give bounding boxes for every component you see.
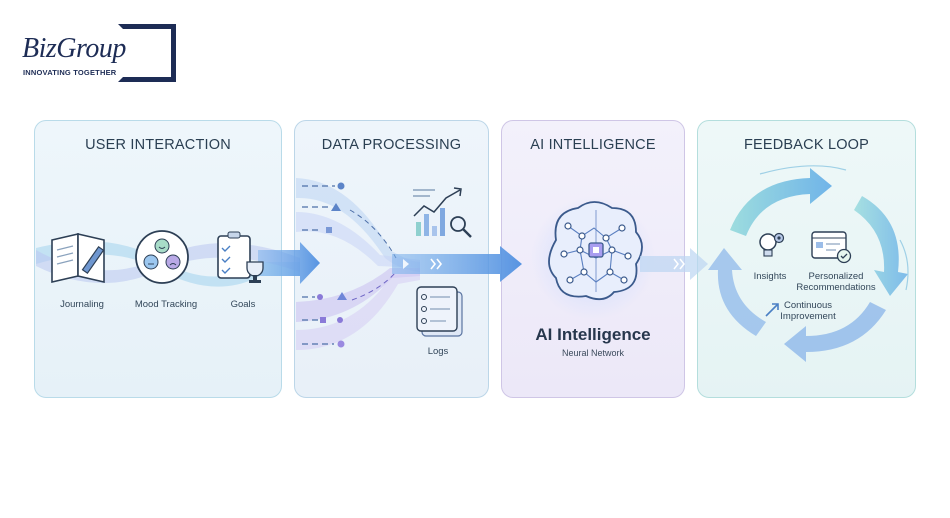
bizgroup-logo: BizGroup INNOVATING TOGETHER bbox=[22, 24, 176, 84]
feedback-loop-panel: FEEDBACK LOOP bbox=[697, 120, 916, 398]
logo-frame bbox=[118, 24, 176, 82]
goals-label: Goals bbox=[230, 299, 256, 310]
ai-intelligence-title: AI INTELLIGENCE bbox=[530, 137, 656, 153]
data-processing-title: DATA PROCESSING bbox=[321, 137, 462, 153]
user-interaction-title: USER INTERACTION bbox=[85, 137, 231, 153]
improvement-label-line2: Improvement bbox=[780, 311, 836, 322]
logs-label: Logs bbox=[427, 346, 449, 357]
feedback-loop-title: FEEDBACK LOOP bbox=[743, 137, 870, 153]
data-processing-panel: DATA PROCESSING bbox=[294, 120, 489, 398]
continuous-improvement-label: Continuous Improvement bbox=[776, 300, 840, 322]
journaling-label: Journaling bbox=[60, 299, 104, 310]
recommendations-label: Personalized Recommendations bbox=[796, 271, 876, 293]
improvement-label-line1: Continuous bbox=[783, 300, 833, 311]
ai-intelligence-heading: AI Intelligence bbox=[535, 325, 651, 344]
neural-network-label: Neural Network bbox=[561, 348, 625, 358]
user-interaction-panel: USER INTERACTION bbox=[34, 120, 282, 398]
logo-wordmark: BizGroup bbox=[22, 33, 128, 64]
recommendations-label-line2: Recommendations bbox=[796, 282, 876, 293]
logo-tagline: INNOVATING TOGETHER bbox=[23, 68, 120, 77]
mood-tracking-label: Mood Tracking bbox=[134, 299, 198, 310]
recommendations-label-line1: Personalized bbox=[808, 271, 864, 282]
insights-label: Insights bbox=[753, 271, 787, 282]
ai-intelligence-panel: AI INTELLIGENCE AI Intelligence Neural N… bbox=[501, 120, 685, 398]
